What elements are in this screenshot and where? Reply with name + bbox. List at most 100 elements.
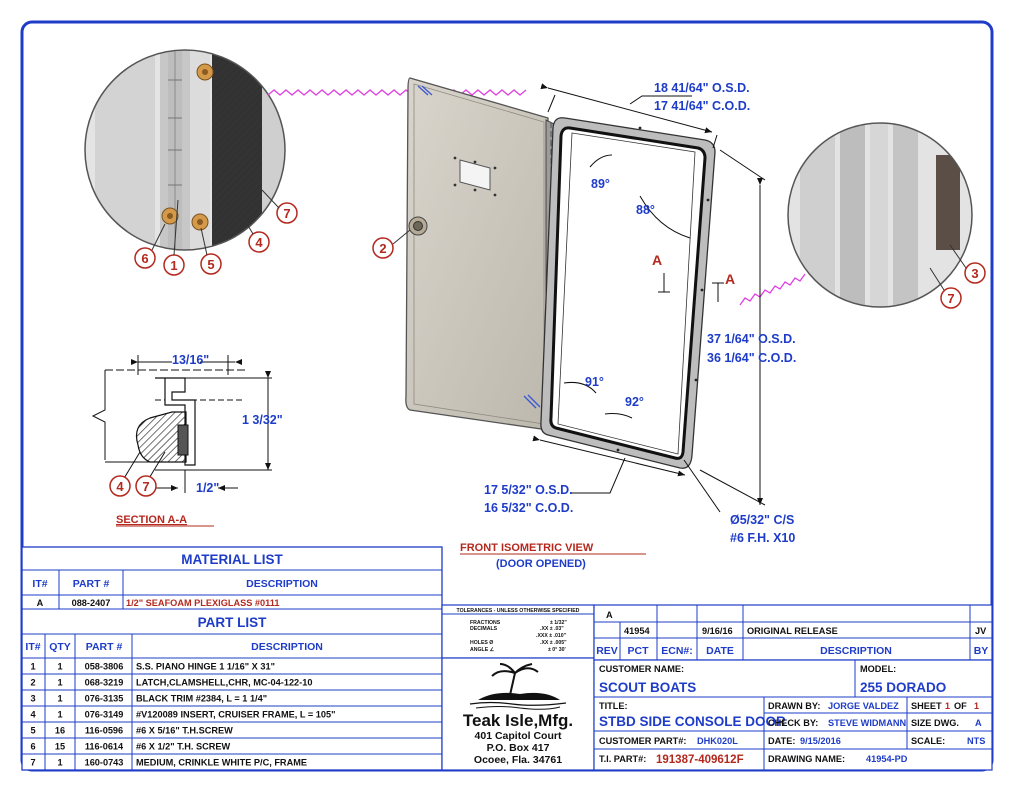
part-row-part: 068-3219 (85, 678, 124, 688)
section-a-a-view (91, 355, 272, 493)
angle-top-right: 88° (636, 203, 655, 217)
sheet-of: OF (954, 701, 967, 711)
scale-label: SCALE: (911, 736, 945, 746)
customer-name: SCOUT BOATS (599, 680, 696, 695)
date-value: 9/15/2016 (800, 736, 841, 746)
drawing-name-value: 41954-PD (866, 754, 908, 764)
rev-pct-value: 41954 (624, 626, 650, 636)
sec-dim-height: 1 3/32" (242, 413, 283, 427)
front-isometric-view (405, 77, 716, 469)
sheet-label: SHEET (911, 701, 942, 711)
part-row-qty: 1 (57, 694, 62, 704)
svg-text:7: 7 (283, 206, 290, 221)
balloon-5: 5 (200, 227, 222, 275)
tol-fractions: FRACTIONS (470, 620, 501, 626)
part-row-qty: 16 (55, 726, 65, 736)
customer-label: CUSTOMER NAME: (599, 664, 684, 674)
part-row-desc: #V120089 INSERT, CRUISER FRAME, L = 105" (136, 710, 336, 720)
rev-by-value: JV (975, 626, 987, 636)
sheet-total: 1 (974, 701, 979, 711)
part-row-part: 076-3135 (85, 694, 124, 704)
part-row-part: 058-3806 (85, 662, 124, 672)
tol-dec-xxx: .XXX ± .010" (536, 633, 567, 639)
dim-screws: #6 F.H. X10 (730, 531, 795, 545)
part-hdr-desc: DESCRIPTION (251, 641, 323, 653)
dim-height-osd: 37 1/64" O.S.D. (707, 332, 796, 346)
balloon-3: 3 (949, 244, 986, 284)
material-hdr-part: PART # (73, 578, 110, 590)
tol-holes-v: .XX ± .005" (540, 640, 567, 646)
material-list-table (21, 546, 443, 771)
balloon-7-detail: 7 (261, 189, 298, 224)
rev-zone: A (606, 610, 613, 620)
model-label: MODEL: (860, 664, 896, 674)
angle-bottom-right: 92° (625, 395, 644, 409)
detail-hinge-zoom (84, 49, 286, 251)
company-address2: P.O. Box 417 (487, 742, 550, 754)
part-row-desc: S.S. PIANO HINGE 1 1/16" X 31" (136, 662, 275, 672)
part-hdr-part: PART # (86, 641, 123, 653)
tol-title: TOLERANCES - UNLESS OTHERWISE SPECIFIED (457, 608, 580, 614)
dimension-lines (532, 83, 766, 513)
rev-desc-value: ORIGINAL RELEASE (747, 626, 838, 636)
part-row-it: 4 (30, 710, 36, 720)
front-view-title: FRONT ISOMETRIC VIEW (460, 542, 594, 554)
part-row-desc: #6 X 1/2" T.H. SCREW (136, 742, 231, 752)
material-row-part: 088-2407 (72, 598, 111, 608)
drawn-label: DRAWN BY: (768, 701, 820, 711)
section-mark-a-right: A (725, 271, 735, 287)
sec-dim-top: 13/16" (172, 353, 209, 367)
material-hdr-desc: DESCRIPTION (246, 578, 318, 590)
svg-text:4: 4 (116, 479, 124, 494)
company-name: Teak Isle,Mfg. (463, 711, 573, 730)
part-row-desc: BLACK TRIM #2384, L = 1 1/4" (136, 694, 267, 704)
sec-dim-bottom: 1/2" (196, 481, 219, 495)
part-row-desc: LATCH,CLAMSHELL,CHR, MC-04-122-10 (136, 678, 312, 688)
dim-holes: Ø5/32" C/S (730, 513, 794, 527)
palm-island-logo (469, 663, 567, 710)
dim-bottom-cod: 16 5/32" C.O.D. (484, 501, 573, 515)
balloon-7-section: 7 (135, 475, 157, 497)
part-row-part: 116-0596 (85, 726, 123, 736)
cust-part-label: CUSTOMER PART#: (599, 736, 686, 746)
part-row-qty: 1 (57, 678, 62, 688)
rev-hdr-pct: PCT (628, 645, 650, 657)
part-hdr-qty: QTY (49, 641, 71, 653)
svg-text:7: 7 (142, 479, 149, 494)
company-address3: Ocoee, Fla. 34761 (474, 754, 562, 766)
balloon-2: 2 (372, 229, 411, 259)
sheet-num: 1 (945, 701, 950, 711)
company-address1: 401 Capitol Court (475, 730, 562, 742)
ti-part-label: T.I. PART#: (599, 754, 646, 764)
date-label: DATE: (768, 736, 795, 746)
svg-text:3: 3 (971, 266, 978, 281)
part-row-qty: 1 (57, 662, 62, 672)
rev-hdr-desc: DESCRIPTION (820, 645, 892, 657)
svg-text:1: 1 (170, 258, 177, 273)
tol-angle-v: ± 0° 30' (548, 647, 566, 653)
revision-table (593, 604, 993, 661)
title-block (593, 659, 993, 771)
check-label: CHECK BY: (768, 718, 818, 728)
rev-hdr-by: BY (974, 645, 989, 657)
model-value: 255 DORADO (860, 680, 946, 695)
rev-hdr-date: DATE (706, 645, 734, 657)
ti-part-value: 191387-409612F (656, 754, 744, 766)
part-row-part: 076-3149 (85, 710, 124, 720)
dim-width-cod: 17 41/64" C.O.D. (654, 99, 750, 113)
dim-height-cod: 36 1/64" C.O.D. (707, 351, 796, 365)
tol-angle: ANGLE ∠ (470, 647, 495, 653)
front-view-subtitle: (DOOR OPENED) (496, 558, 586, 570)
part-row-qty: 1 (57, 758, 62, 768)
drawing-name-label: DRAWING NAME: (768, 754, 845, 764)
part-row-it: 5 (30, 726, 35, 736)
rev-hdr-rev: REV (596, 645, 618, 657)
balloon-6: 6 (134, 223, 166, 269)
angle-top-left: 89° (591, 177, 610, 191)
svg-text:2: 2 (379, 241, 386, 256)
svg-text:4: 4 (255, 235, 263, 250)
tol-holes: HOLES Ø (470, 640, 493, 646)
scale-value: NTS (967, 736, 985, 746)
dim-bottom-osd: 17 5/32" O.S.D. (484, 483, 573, 497)
